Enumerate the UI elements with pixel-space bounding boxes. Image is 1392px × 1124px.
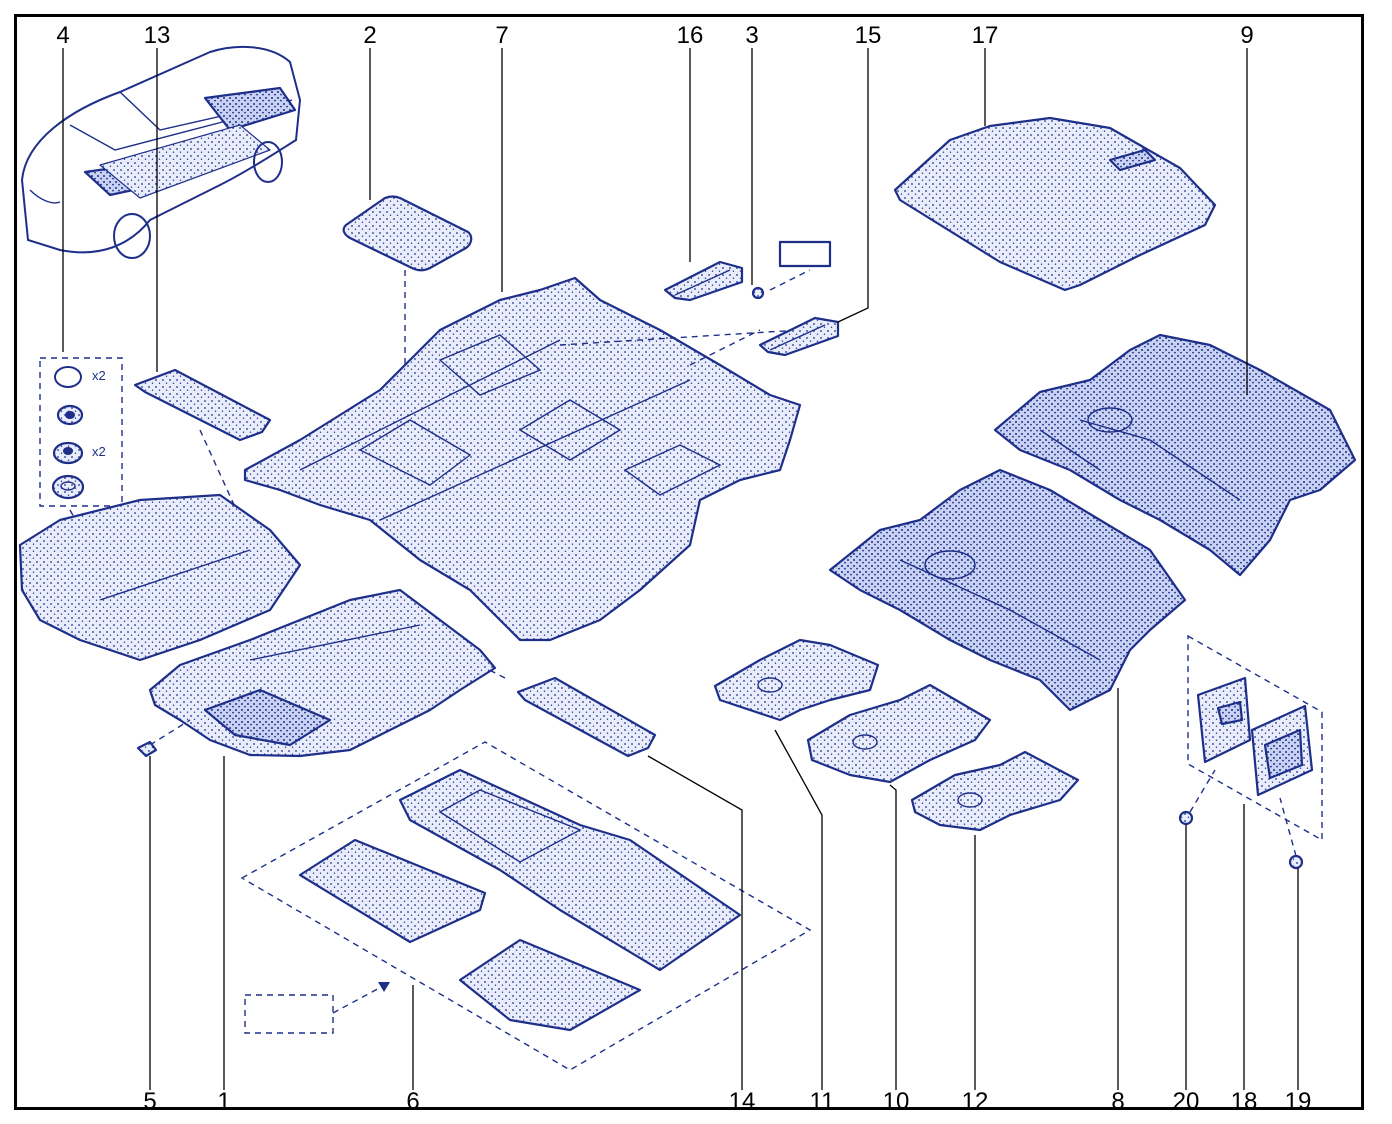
part-5-clip <box>136 740 158 758</box>
callout-13: 13 <box>143 22 171 49</box>
part-18-trim-group <box>1178 634 1323 870</box>
callout-2: 2 <box>363 22 377 49</box>
callout-12: 12 <box>961 1088 989 1115</box>
part-10-mat <box>806 683 992 784</box>
callout-8: 8 <box>1111 1088 1125 1115</box>
part-8-insulation <box>828 468 1187 712</box>
part-1-front-floor <box>18 493 497 758</box>
part-12-mat <box>910 750 1080 832</box>
callout-3: 3 <box>745 22 759 49</box>
quantity-mark-round-clip: x2 <box>92 444 106 459</box>
part-4-clip-kit <box>39 357 126 611</box>
callout-6: 6 <box>406 1088 420 1115</box>
part-6-floor-mats <box>240 741 812 1071</box>
callout-10: 10 <box>882 1088 910 1115</box>
callout-18: 18 <box>1230 1088 1258 1115</box>
part-16-bracket <box>663 260 744 302</box>
callout-4: 4 <box>56 22 70 49</box>
callout-7: 7 <box>495 22 509 49</box>
part-7-main-floor-carpet <box>243 276 802 642</box>
callout-19: 19 <box>1284 1088 1312 1115</box>
callout-14: 14 <box>728 1088 756 1115</box>
part-17-trunk-floor <box>893 116 1217 292</box>
callout-5: 5 <box>143 1088 157 1115</box>
part-15-bracket <box>758 316 840 357</box>
part-11-mat <box>713 638 880 722</box>
leader-lines <box>62 48 1299 1090</box>
part-9-insulation <box>993 333 1357 577</box>
vehicle-locator-icon <box>20 45 302 259</box>
part-3-clip <box>751 240 832 300</box>
callout-11: 11 <box>809 1088 835 1115</box>
callout-20: 20 <box>1172 1088 1200 1115</box>
callout-9: 9 <box>1240 22 1254 49</box>
callout-17: 17 <box>971 22 999 49</box>
part-14-strip <box>469 659 657 758</box>
callout-15: 15 <box>854 22 882 49</box>
callout-1: 1 <box>217 1088 231 1115</box>
quantity-mark-ring-clip: x2 <box>92 368 106 383</box>
callout-16: 16 <box>676 22 704 49</box>
